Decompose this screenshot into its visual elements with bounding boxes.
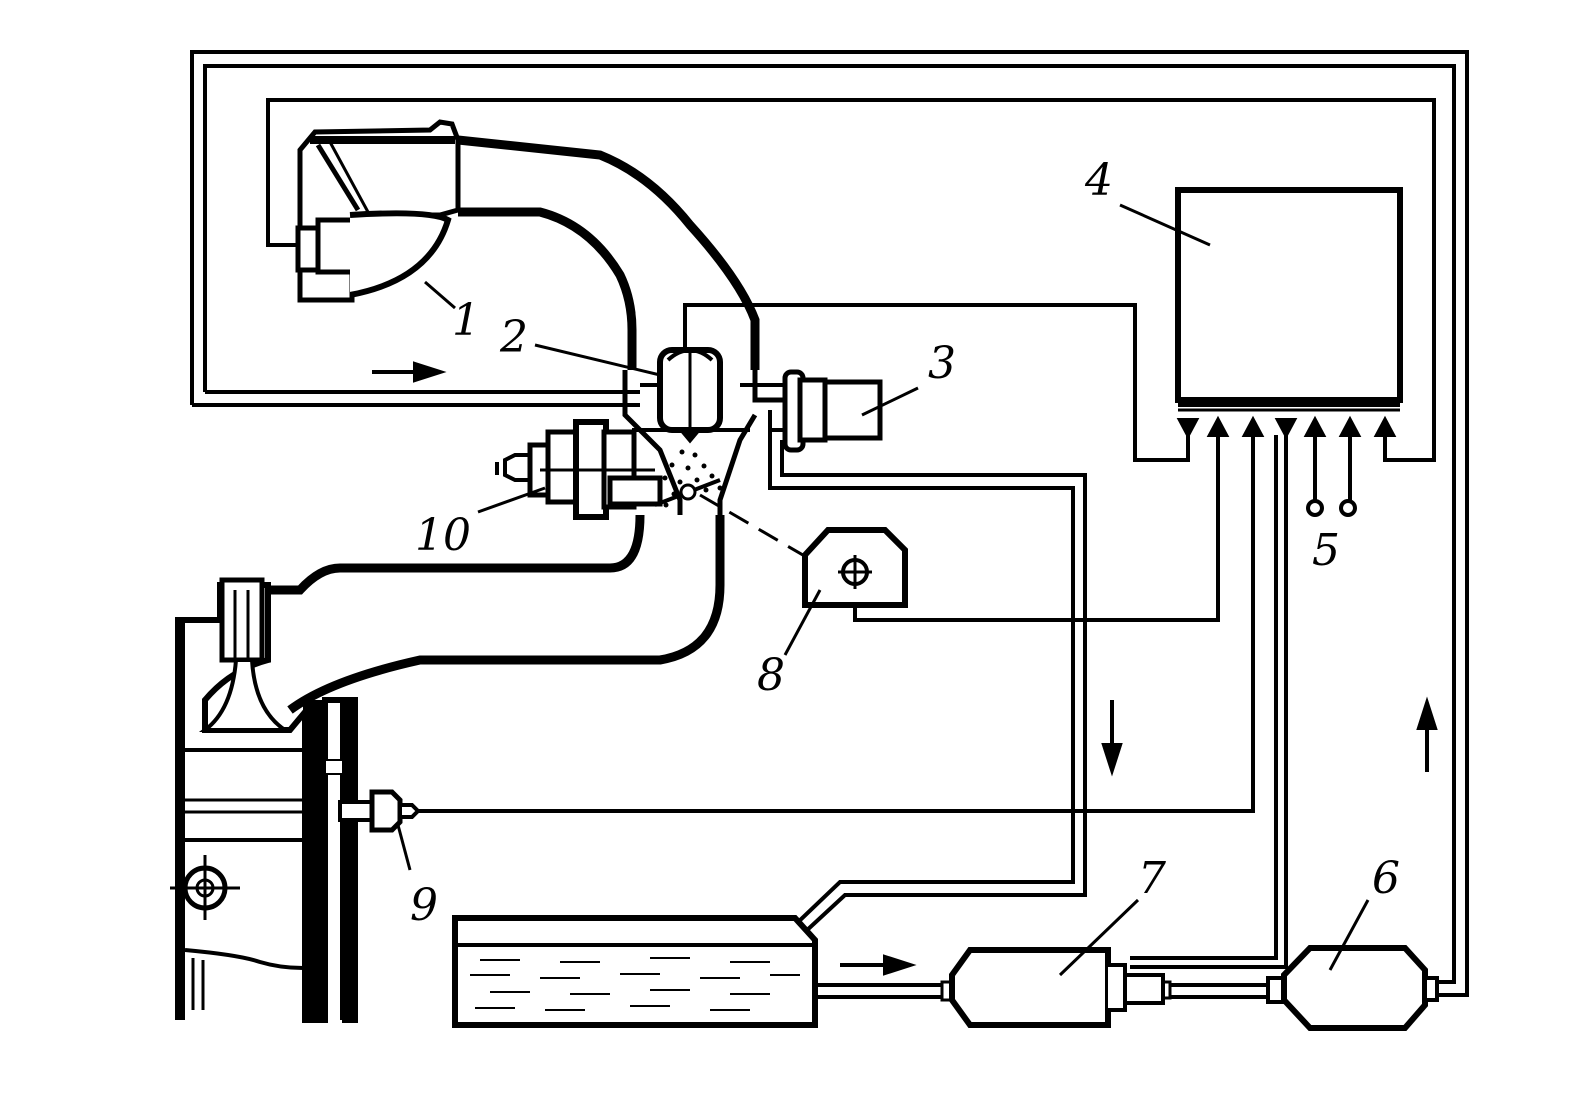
- label-inputs: 5: [1312, 525, 1340, 576]
- fuel-pump: [940, 947, 1172, 1028]
- coolant-sensor: [338, 420, 1255, 833]
- label-fuel-filter: 6: [1372, 853, 1400, 904]
- label-ecu: 4: [1084, 155, 1113, 206]
- throttle-plate: [654, 478, 821, 567]
- outer-fuel-return-line: [190, 50, 1469, 997]
- flow-arrows: [372, 361, 1438, 976]
- air-intake-duct: [457, 135, 760, 370]
- ecu-ports: [1176, 415, 1397, 440]
- fuel-tank: [452, 915, 818, 1028]
- pump-to-filter-line: [1170, 983, 1270, 999]
- tank-to-pump-line: [815, 983, 945, 999]
- injector-signal-line: [683, 303, 1190, 462]
- label-injector: 2: [499, 312, 528, 363]
- component-labels: 1 2 3 4 5 6 7 8 9 10: [410, 155, 1400, 931]
- label-aux-air-valve: 3: [928, 338, 956, 389]
- label-throttle-switch: 8: [757, 650, 785, 701]
- injector: [657, 347, 723, 444]
- throttle-body: [622, 370, 785, 515]
- label-fuel-pump: 7: [1138, 853, 1166, 904]
- engine-cylinder: [170, 577, 358, 1023]
- pump-control-line: [1130, 435, 1288, 969]
- label-coolant-sensor: 9: [410, 880, 438, 931]
- fuel-return-line-to-tank: [768, 430, 1087, 934]
- air-filter: [295, 119, 461, 303]
- fuel-filter: [1266, 945, 1439, 1031]
- throttle-switch: [802, 420, 1220, 622]
- intake-manifold: [268, 514, 725, 714]
- aux-air-valve: [768, 369, 883, 453]
- leader-lines: [396, 203, 1370, 977]
- external-inputs: [1306, 435, 1357, 517]
- ecu-box: [1175, 187, 1403, 412]
- airflow-signal-line: [266, 98, 1436, 462]
- label-airflow-sensor: 10: [415, 510, 471, 561]
- label-air-filter: 1: [452, 295, 480, 346]
- airflow-sensor: [495, 419, 663, 520]
